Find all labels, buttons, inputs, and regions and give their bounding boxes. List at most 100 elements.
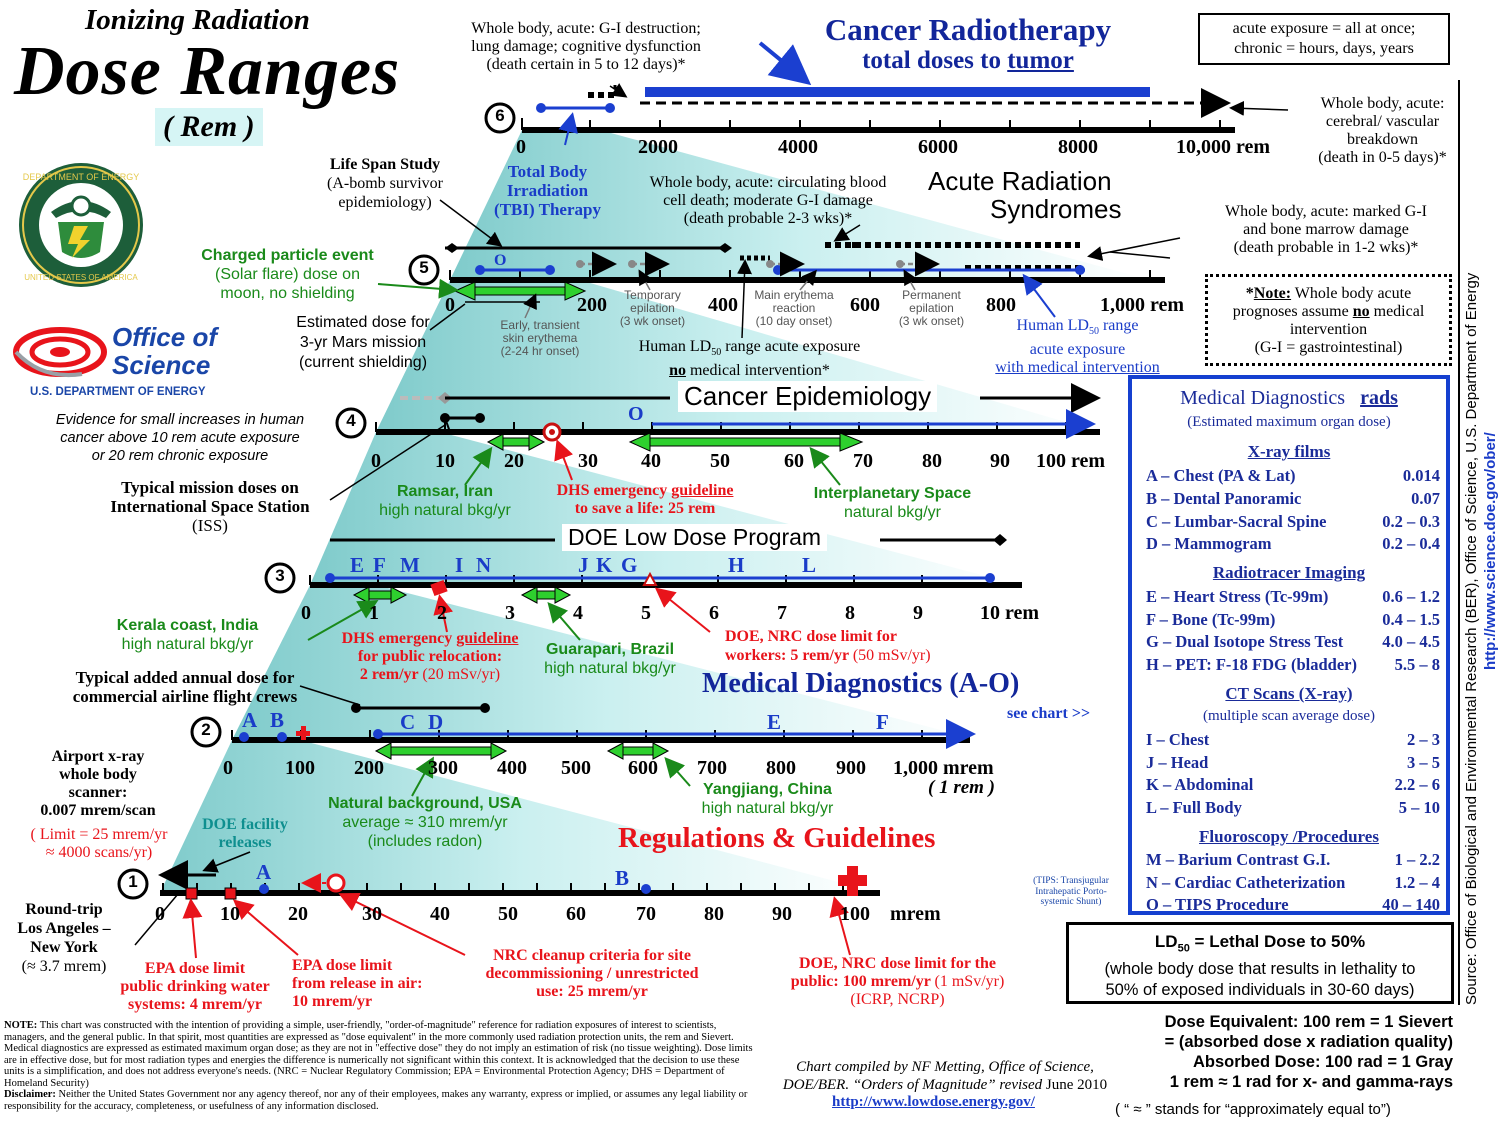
ramsar-label: Ramsar, Iran high natural bkg/yr <box>379 483 511 519</box>
s2-tick: 800 <box>766 757 796 779</box>
s2-tick: 700 <box>697 757 727 779</box>
mars-mission-label: Estimated dose for 3-yr Mars mission (cu… <box>296 314 430 371</box>
med-row: A – Chest (PA & Lat)0.014 <box>1146 466 1440 485</box>
source-divider <box>1458 80 1460 1005</box>
s1-tick: 30 <box>362 903 382 925</box>
low-dose-program-title: DOE Low Dose Program <box>562 524 828 551</box>
s2-letter-e: E <box>767 710 782 734</box>
scale-3-number: 3 <box>275 566 285 585</box>
epa-drinking-water-label: EPA dose limit public drinking water sys… <box>120 960 270 1013</box>
med-ct-sub: (multiple scan average dose) <box>1202 708 1375 724</box>
s3-tick: 10 rem <box>980 602 1040 624</box>
evidence-label: Evidence for small increases in human ca… <box>55 412 305 464</box>
s4-tick: 20 <box>504 450 524 472</box>
ld50-medical-intervention-label: Human LD50 range acute exposure with med… <box>995 317 1160 377</box>
med-section-radiotracer: Radiotracer Imaging <box>1212 563 1366 582</box>
s6-tick: 6000 <box>918 136 958 158</box>
approx-symbol-note: ( “ ≈ ” stands for “approximately equal … <box>1115 1101 1391 1118</box>
zoom-cone-2-1 <box>160 740 880 893</box>
medical-diagnostics-title: Medical Diagnostics (A-O) <box>702 668 1020 699</box>
see-chart-link[interactable]: see chart >> <box>1007 705 1091 722</box>
s2-tick: 400 <box>497 757 527 779</box>
scale-6-number: 6 <box>495 106 505 125</box>
scale-4-number: 4 <box>346 411 356 430</box>
ld50-definition-box: LD50 = Lethal Dose to 50% (whole body do… <box>1066 922 1454 1004</box>
title-unit: ( Rem ) <box>155 108 263 146</box>
s1-tick: 80 <box>704 903 724 925</box>
iss-label: Typical mission doses on International S… <box>110 478 310 535</box>
source-credit: Source: Office of Biological and Environ… <box>1463 272 1480 1005</box>
s2-letter-f: F <box>876 710 889 734</box>
note-box: *Note: Whole body acute prognoses assume… <box>1205 274 1452 366</box>
ld50-no-intervention-label: Human LD50 range acute exposure no medic… <box>638 338 861 380</box>
doe-facility-label: DOE facility releases <box>202 816 288 851</box>
exposure-definition-box: acute exposure = all at once; chronic = … <box>1198 13 1450 65</box>
doe-seal-icon: DEPARTMENT OF ENERGY UNITED STATES OF AM… <box>16 160 146 290</box>
s5-tick: 1,000 rem <box>1100 294 1185 316</box>
cerebral-label: Whole body, acute: cerebral/ vascular br… <box>1318 95 1447 166</box>
svg-text:DEPARTMENT OF ENERGY: DEPARTMENT OF ENERGY <box>23 172 140 182</box>
s4-tick: 90 <box>990 450 1010 472</box>
med-section-xray: X-ray films <box>1247 442 1331 461</box>
s2-letter-a: A <box>242 708 258 732</box>
office-of-science-logo-icon <box>12 322 107 382</box>
s6-tick: 2000 <box>638 136 678 158</box>
airport-scanner-label: Airport x-ray whole body scanner: 0.007 … <box>40 748 156 819</box>
s3-letter-n: N <box>476 553 492 577</box>
natural-background-label: Natural background, USA average ≈ 310 mr… <box>328 795 522 850</box>
s1-tick: 20 <box>288 903 308 925</box>
compiled-by: Chart compiled by NF Metting, Office of … <box>782 1059 1108 1093</box>
svg-text:UNITED STATES OF AMERICA: UNITED STATES OF AMERICA <box>24 273 138 282</box>
cancer-epidemiology-title: Cancer Epidemiology <box>678 381 938 412</box>
s1-tick: 50 <box>498 903 518 925</box>
med-chart-subtitle: (Estimated maximum organ dose) <box>1187 414 1391 430</box>
s3-letter-m: M <box>400 553 420 577</box>
s3-tick: 0 <box>301 602 311 624</box>
scale-2-number: 2 <box>201 720 211 739</box>
dhs-save-life-label: DHS emergency guideline to save a life: … <box>556 482 734 517</box>
zoom-cone-3-2 <box>232 585 980 740</box>
s4-tick: 60 <box>784 450 804 472</box>
tips-footnote: (TIPS: Transjugular Intrahepatic Porto- … <box>1033 876 1109 907</box>
radiotherapy-subtitle: total doses to tumor <box>862 47 1074 74</box>
s6-tick: 10,000 rem <box>1176 136 1271 158</box>
nrc-cleanup-label: NRC cleanup criteria for site decommissi… <box>485 947 699 1000</box>
s3-letter-l: L <box>802 553 817 577</box>
lowdose-url-link[interactable]: http://www.lowdose.energy.gov/ <box>832 1094 1035 1110</box>
s4-tick: 80 <box>922 450 942 472</box>
ober-url-link[interactable]: http://www.science.doe.gov/ober/ <box>1482 432 1499 670</box>
s4-tick: 0 <box>371 450 381 472</box>
s2-tick: 1,000 mrem <box>893 757 994 779</box>
s3-tick: 3 <box>505 602 515 624</box>
s1-letter-a: A <box>256 860 272 884</box>
public-dose-limit-label: DOE, NRC dose limit for the public: 100 … <box>790 955 1005 1008</box>
exposure-line2: chronic = hours, days, years <box>1234 40 1414 57</box>
note-disclaimer: NOTE: This chart was constructed with th… <box>4 1020 753 1112</box>
guarapari-label: Guarapari, Brazil high natural bkg/yr <box>544 641 676 677</box>
s4-tick: 50 <box>710 450 730 472</box>
s2-tick: 500 <box>561 757 591 779</box>
med-row: F – Bone (Tc-99m)0.4 – 1.5 <box>1146 610 1440 629</box>
workers-dose-limit-label: DOE, NRC dose limit for workers: 5 rem/y… <box>725 628 931 664</box>
s2-tick: 100 <box>285 757 315 779</box>
s5-tick: 200 <box>577 294 607 316</box>
marked-gi-label: Whole body, acute: marked G-I and bone m… <box>1225 203 1427 256</box>
med-section-fluoro: Fluoroscopy /Procedures <box>1199 827 1379 846</box>
circulating-blood-label: Whole body, acute: circulating blood cel… <box>649 174 887 227</box>
s1-tick: 70 <box>636 903 656 925</box>
s1-tick: 90 <box>772 903 792 925</box>
interplanetary-space-label: Interplanetary Space natural bkg/yr <box>813 485 972 521</box>
s5-tick: 0 <box>445 294 455 316</box>
s2-tick: 0 <box>223 757 233 779</box>
exposure-line1: acute exposure = all at once; <box>1232 20 1416 37</box>
